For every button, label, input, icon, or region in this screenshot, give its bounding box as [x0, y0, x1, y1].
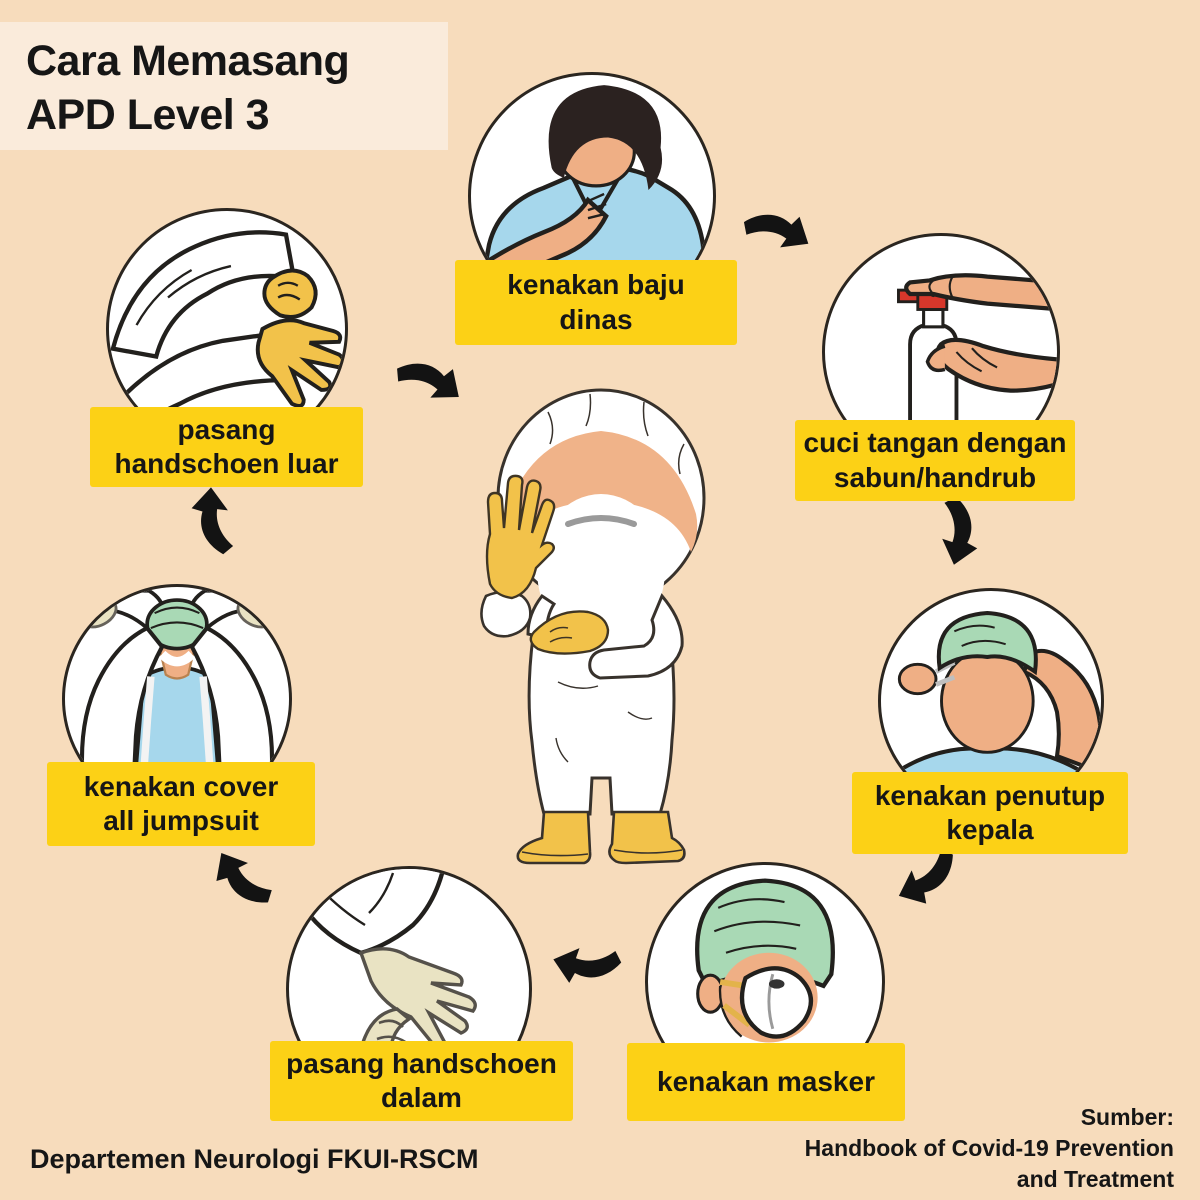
- arrow-masker-to-dalam-icon: [547, 933, 627, 993]
- center-figure: [438, 382, 762, 868]
- page-title-line1: Cara Memasang: [26, 37, 350, 85]
- arrow-cuci-to-penutup-icon: [928, 491, 987, 571]
- arrow-penutup-to-masker-icon: [882, 836, 971, 918]
- step-label-cuci-tangan: cuci tangan dengan sabun/handrub: [795, 420, 1075, 501]
- footer-source-line1: Handbook of Covid-19 Prevention: [804, 1134, 1174, 1161]
- step-label-kenakan-cover-all: kenakan cover all jumpsuit: [47, 762, 315, 846]
- arrow-dalam-to-coverall-icon: [201, 834, 286, 923]
- step-label-pasang-handschoen-luar: pasang handschoen luar: [90, 407, 363, 487]
- title-panel: Cara Memasang APD Level 3: [0, 22, 448, 150]
- person-in-full-level3-ppe-illustration: [480, 388, 706, 865]
- step-label-pasang-handschoen-dalam: pasang handschoen dalam: [270, 1041, 573, 1121]
- step-label-kenakan-penutup-kepala: kenakan penutup kepala: [852, 772, 1128, 854]
- footer-source: Sumber: Handbook of Covid-19 Prevention …: [805, 1102, 1174, 1194]
- footer-source-label: Sumber:: [1080, 1104, 1174, 1130]
- step-label-kenakan-baju-dinas: kenakan baju dinas: [455, 260, 737, 345]
- person-putting-on-head-cover-illustration: [881, 610, 1101, 811]
- footer-source-line2: and Treatment: [1016, 1165, 1174, 1192]
- page-title-line2: APD Level 3: [26, 91, 270, 140]
- step-label-kenakan-masker: kenakan masker: [627, 1043, 905, 1121]
- arrow-baju-to-cuci-icon: [733, 193, 821, 269]
- arrow-luar-to-center-icon: [384, 341, 473, 421]
- footer-department: Departemen Neurologi FKUI-RSCM: [30, 1144, 479, 1174]
- arrow-coverall-to-luar-icon: [187, 482, 243, 560]
- hands-pressing-soap-pump-bottle-illustration: [897, 273, 1057, 447]
